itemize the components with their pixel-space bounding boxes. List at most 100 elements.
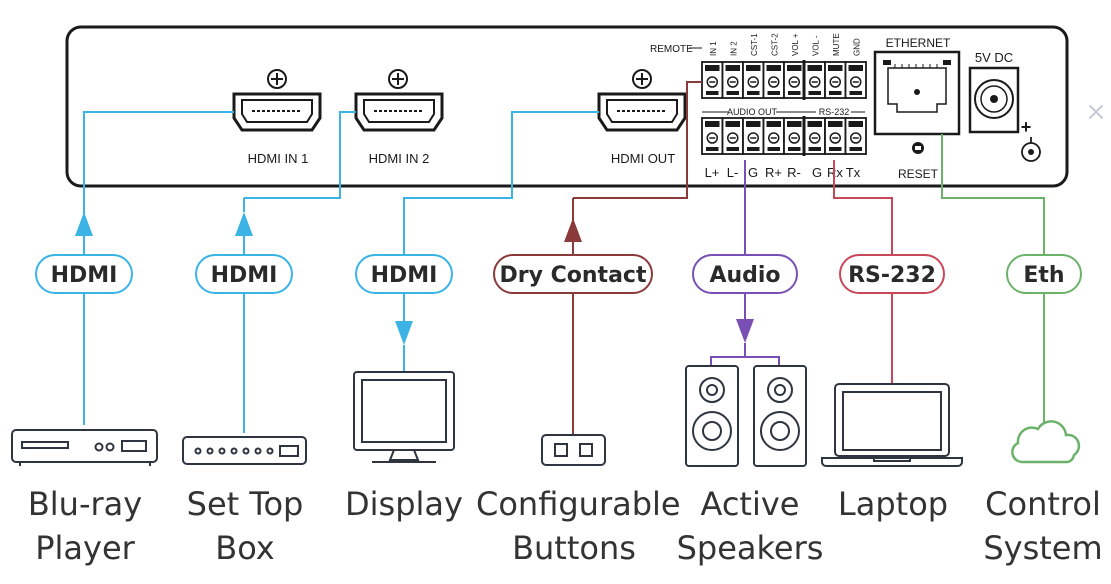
remote-pin-label-7: GND [853,38,862,56]
audio-pin-label-1: L- [727,165,739,180]
display-arrow [395,321,413,345]
active-speakers-label: Active Speakers [676,482,824,570]
display-connection-pill: HDMI [355,254,453,294]
control-label-line-1: Control [985,485,1101,523]
display-hdmi-line [403,111,599,324]
audio-terminal-pin-6 [824,117,847,155]
bluray-hdmi-line [83,111,234,425]
rs232-port-label: RS-232 [819,107,850,117]
speakers-label-line-1: Active [700,485,800,523]
settop-label-line-1: Set Top [186,485,304,523]
laptop-label-line-1: Laptop [837,485,949,523]
hdmi-in-2-label: HDMI IN 2 [369,151,430,166]
display-icon [353,371,455,463]
hdmi-in-1-port [232,69,322,132]
configurable-buttons-icon [541,434,606,466]
control-connection-label: Eth [1023,263,1064,288]
rs232-pin-label-2: Tx [846,165,861,180]
remote-terminal-pin-6 [824,61,847,99]
audio-rs232-terminal-block [701,116,867,156]
remote-pin-label-2: CST-1 [750,33,759,56]
remote-terminal-pin-7 [844,61,867,99]
laptop-icon [821,383,963,467]
rs232-pin-label-0: G [812,165,822,180]
audio-terminal-pin-2 [742,117,765,155]
set-top-box-label: Set Top Box [170,482,320,570]
laptop-connection-pill: RS-232 [839,254,945,294]
hdmi-out-port [597,69,687,132]
bluray-player-label: Blu-ray Player [4,482,166,570]
remote-pin-labels: IN 1 IN 2 CST-1 CST-2 VOL + VOL - MUTE GND [709,33,862,56]
remote-pin-label-3: CST-2 [771,33,780,56]
buttons-label-line-1: Configurable [476,485,681,523]
speakers-label-line-2: Speakers [676,529,824,567]
reset-label: RESET [898,167,939,181]
audio-pin-label-2: G [748,165,758,180]
audio-pin-label-3: R+ [765,165,782,180]
audio-terminal-pin-5 [803,117,826,155]
hdmi-in-1-label: HDMI IN 1 [248,151,309,166]
settop-hdmi-line [243,111,356,433]
close-icon[interactable]: × [1085,97,1107,127]
ethernet-label: ETHERNET [886,36,951,50]
bluray-label-line-1: Blu-ray [27,485,143,523]
remote-terminal-pin-5 [803,61,826,99]
rs232-pin-label-1: Rx [827,165,843,180]
remote-pin-label-0: IN 1 [709,41,718,56]
buttons-connection-pill: Dry Contact [493,254,653,294]
audio-terminal-pin-0 [701,117,724,155]
audio-pin-label-0: L+ [705,165,720,180]
buttons-label-line-2: Buttons [512,529,636,567]
speakers-connection-pill: Audio [692,254,798,294]
configurable-buttons-label: Configurable Buttons [476,482,681,570]
audio-pin-label-4: R- [787,165,801,180]
audio-terminal-pin-1 [721,117,744,155]
remote-terminal-pin-4 [783,61,806,99]
remote-terminal-pin-3 [762,61,785,99]
bluray-connection-pill: HDMI [35,254,133,294]
hdmi-in-2-port [354,69,444,132]
display-label: Display [334,482,474,526]
remote-pin-label-5: VOL - [812,35,821,56]
audio-out-label: AUDIO OUT [727,107,778,117]
control-connection-pill: Eth [1006,254,1082,294]
power-plus-label: + [1021,117,1032,137]
set-top-box-icon [182,436,307,465]
audio-terminal-pin-4 [783,117,806,155]
remote-label: REMOTE [650,44,693,55]
display-connection-label: HDMI [371,263,438,288]
remote-terminal-pin-2 [742,61,765,99]
control-label-line-2: System [983,529,1103,567]
ethernet-port [873,50,961,136]
reset-button-icon [912,142,924,154]
power-jack [968,66,1020,134]
power-polarity-icon [1021,137,1041,162]
cloud-icon [1011,420,1081,464]
bluray-player-icon [11,429,158,466]
hdmi-out-label: HDMI OUT [611,151,675,166]
settop-connection-label: HDMI [211,263,278,288]
settop-arrow [235,212,253,236]
bluray-connection-label: HDMI [51,263,118,288]
control-eth-line [941,134,1045,425]
speakers-connection-label: Audio [709,263,780,288]
connection-lines [75,81,1045,435]
active-speakers-icon [685,365,807,467]
remote-terminal-pin-1 [721,61,744,99]
laptop-connection-label: RS-232 [848,263,936,288]
buttons-connection-label: Dry Contact [500,263,647,288]
settop-connection-pill: HDMI [195,254,293,294]
remote-pin-label-4: VOL + [791,33,800,56]
control-system-label: Control System [976,482,1110,570]
remote-terminal-block [701,60,867,100]
audio-terminal-pin-3 [762,117,785,155]
speakers-arrow [736,319,754,343]
remote-pin-label-1: IN 2 [730,41,739,56]
power-label: 5V DC [975,50,1013,65]
remote-pin-label-6: MUTE [832,33,841,56]
audio-terminal-pin-7 [844,117,867,155]
settop-label-line-2: Box [215,529,275,567]
bluray-label-line-2: Player [35,529,135,567]
